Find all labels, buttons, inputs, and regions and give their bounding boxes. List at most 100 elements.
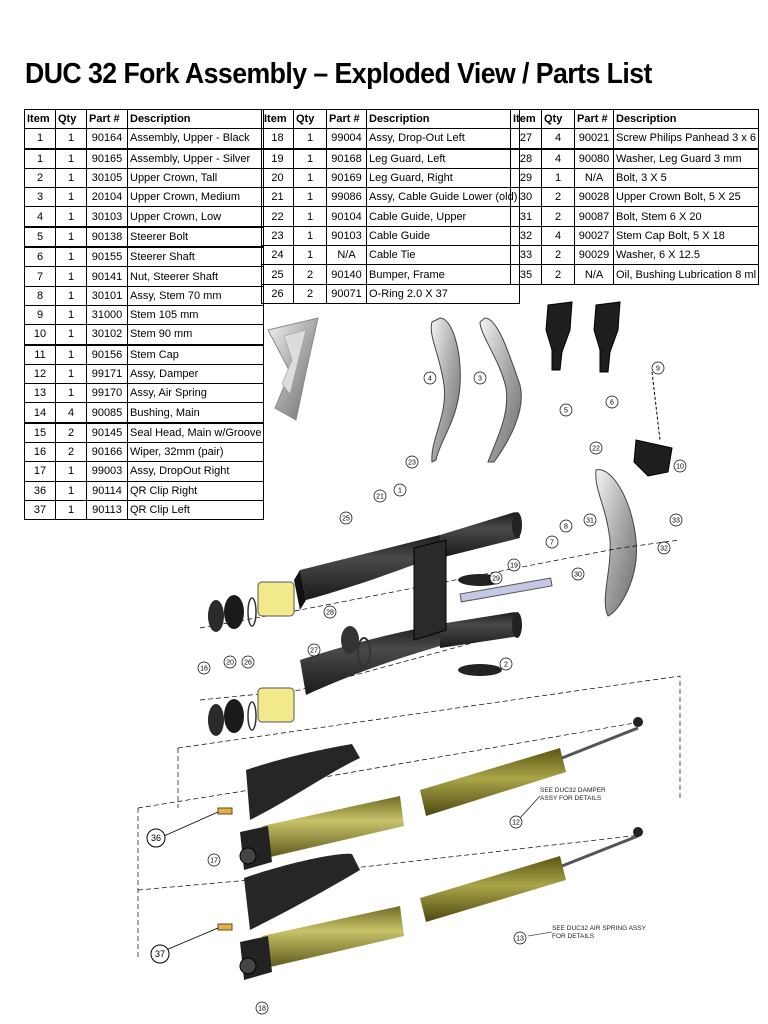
callout-balloon bbox=[223, 655, 237, 669]
cell-part: N/A bbox=[574, 167, 614, 189]
callout-balloon bbox=[513, 931, 527, 945]
callout-balloon bbox=[583, 513, 597, 527]
callout-balloon bbox=[589, 441, 603, 455]
cell-part: 30101 bbox=[86, 285, 128, 306]
upper-assembly bbox=[294, 512, 553, 695]
cell-desc: Upper Crown, Medium bbox=[126, 187, 265, 208]
lower-legs bbox=[239, 796, 404, 980]
upper-crown-parts bbox=[430, 301, 673, 617]
cell-item: 32 bbox=[510, 225, 542, 247]
air-spring-note-line-1: SEE DUC32 AIR SPRING ASSY bbox=[552, 925, 647, 932]
callout-balloon bbox=[669, 513, 683, 527]
cell-item: 16 bbox=[24, 442, 56, 463]
cell-item: 28 bbox=[510, 147, 542, 169]
air-spring-note-line-2: FOR DETAILS bbox=[552, 933, 595, 940]
callout-balloon bbox=[651, 361, 665, 375]
callout-37: 37 bbox=[155, 949, 165, 959]
callout-label: 22 bbox=[592, 446, 600, 453]
qr-clips bbox=[163, 807, 233, 951]
cell-part: 30103 bbox=[86, 206, 128, 228]
callout-balloon bbox=[673, 459, 687, 473]
callout-label: 12 bbox=[512, 820, 520, 827]
cell-desc: Assembly, Upper - Silver bbox=[126, 147, 265, 169]
cell-item: 19 bbox=[261, 147, 294, 169]
callout-balloon bbox=[393, 483, 407, 497]
damper-note-line-1: SEE DUC32 DAMPER bbox=[540, 787, 606, 794]
callout-balloon bbox=[559, 519, 573, 533]
cell-desc: Assy, Cable Guide Lower (old) bbox=[365, 187, 521, 208]
callout-label: 13 bbox=[516, 936, 524, 943]
callout-balloon bbox=[323, 605, 337, 619]
cell-part: 90027 bbox=[574, 225, 614, 247]
table-header-row: Item Qty Part # Description bbox=[261, 108, 521, 130]
callout-label: 23 bbox=[408, 460, 416, 467]
callout-label: 26 bbox=[244, 660, 252, 667]
callout-label: 8 bbox=[564, 524, 568, 531]
cell-qty: 1 bbox=[55, 304, 87, 326]
callout-label: 31 bbox=[586, 518, 594, 525]
cartridges bbox=[420, 717, 643, 922]
cell-part: 90085 bbox=[86, 402, 128, 424]
callout-label: 27 bbox=[310, 648, 318, 655]
callout-label: 3 bbox=[478, 376, 482, 383]
callout-balloon bbox=[489, 571, 503, 585]
callout-balloon bbox=[507, 558, 521, 572]
cell-desc: Oil, Bushing Lubrication 8 ml bbox=[612, 264, 760, 285]
col-desc: Description bbox=[612, 108, 760, 130]
callout-36: 36 bbox=[151, 833, 161, 843]
cell-part: 90156 bbox=[86, 343, 128, 365]
callout-label: 5 bbox=[564, 408, 568, 415]
cell-part: 90103 bbox=[326, 225, 367, 247]
callout-label: 6 bbox=[610, 400, 614, 407]
cell-desc: Assembly, Upper - Black bbox=[126, 128, 265, 150]
col-qty: Qty bbox=[293, 108, 327, 130]
callout-label: 28 bbox=[326, 610, 334, 617]
cell-desc: Bushing, Main bbox=[126, 402, 265, 424]
callout-label: 21 bbox=[376, 494, 384, 501]
callout-balloon bbox=[197, 661, 211, 675]
callout-balloon bbox=[207, 853, 221, 867]
cell-part: 90071 bbox=[326, 283, 367, 304]
cell-desc: Upper Crown, Tall bbox=[126, 167, 265, 189]
cell-item: 15 bbox=[24, 421, 56, 444]
cell-desc: Steerer Bolt bbox=[126, 225, 265, 248]
col-item: Item bbox=[24, 108, 56, 130]
callout-label: 19 bbox=[510, 563, 518, 570]
cell-desc: QR Clip Left bbox=[126, 499, 265, 521]
cell-desc: Screw Philips Panhead 3 x 6 bbox=[612, 128, 760, 150]
cell-desc: Assy, Air Spring bbox=[126, 383, 265, 404]
callout-label: 4 bbox=[428, 376, 432, 383]
callout-balloon bbox=[571, 567, 585, 581]
callout-balloon bbox=[405, 455, 419, 469]
col-qty: Qty bbox=[541, 108, 575, 130]
cell-item: 18 bbox=[261, 128, 294, 150]
callout-label: 9 bbox=[656, 366, 660, 373]
damper-note-line-2: ASSY FOR DETAILS bbox=[540, 795, 602, 802]
callout-label: 7 bbox=[550, 540, 554, 547]
callout-label: 20 bbox=[226, 660, 234, 667]
callout-balloon bbox=[559, 403, 573, 417]
cell-part: 90114 bbox=[86, 480, 128, 501]
callout-balloon bbox=[423, 371, 437, 385]
leg-guards bbox=[244, 744, 360, 930]
cell-item: 26 bbox=[261, 283, 294, 304]
cell-desc: Washer, Leg Guard 3 mm bbox=[612, 147, 760, 169]
callout-label: 1 bbox=[398, 488, 402, 495]
callout-label: 10 bbox=[676, 464, 684, 471]
